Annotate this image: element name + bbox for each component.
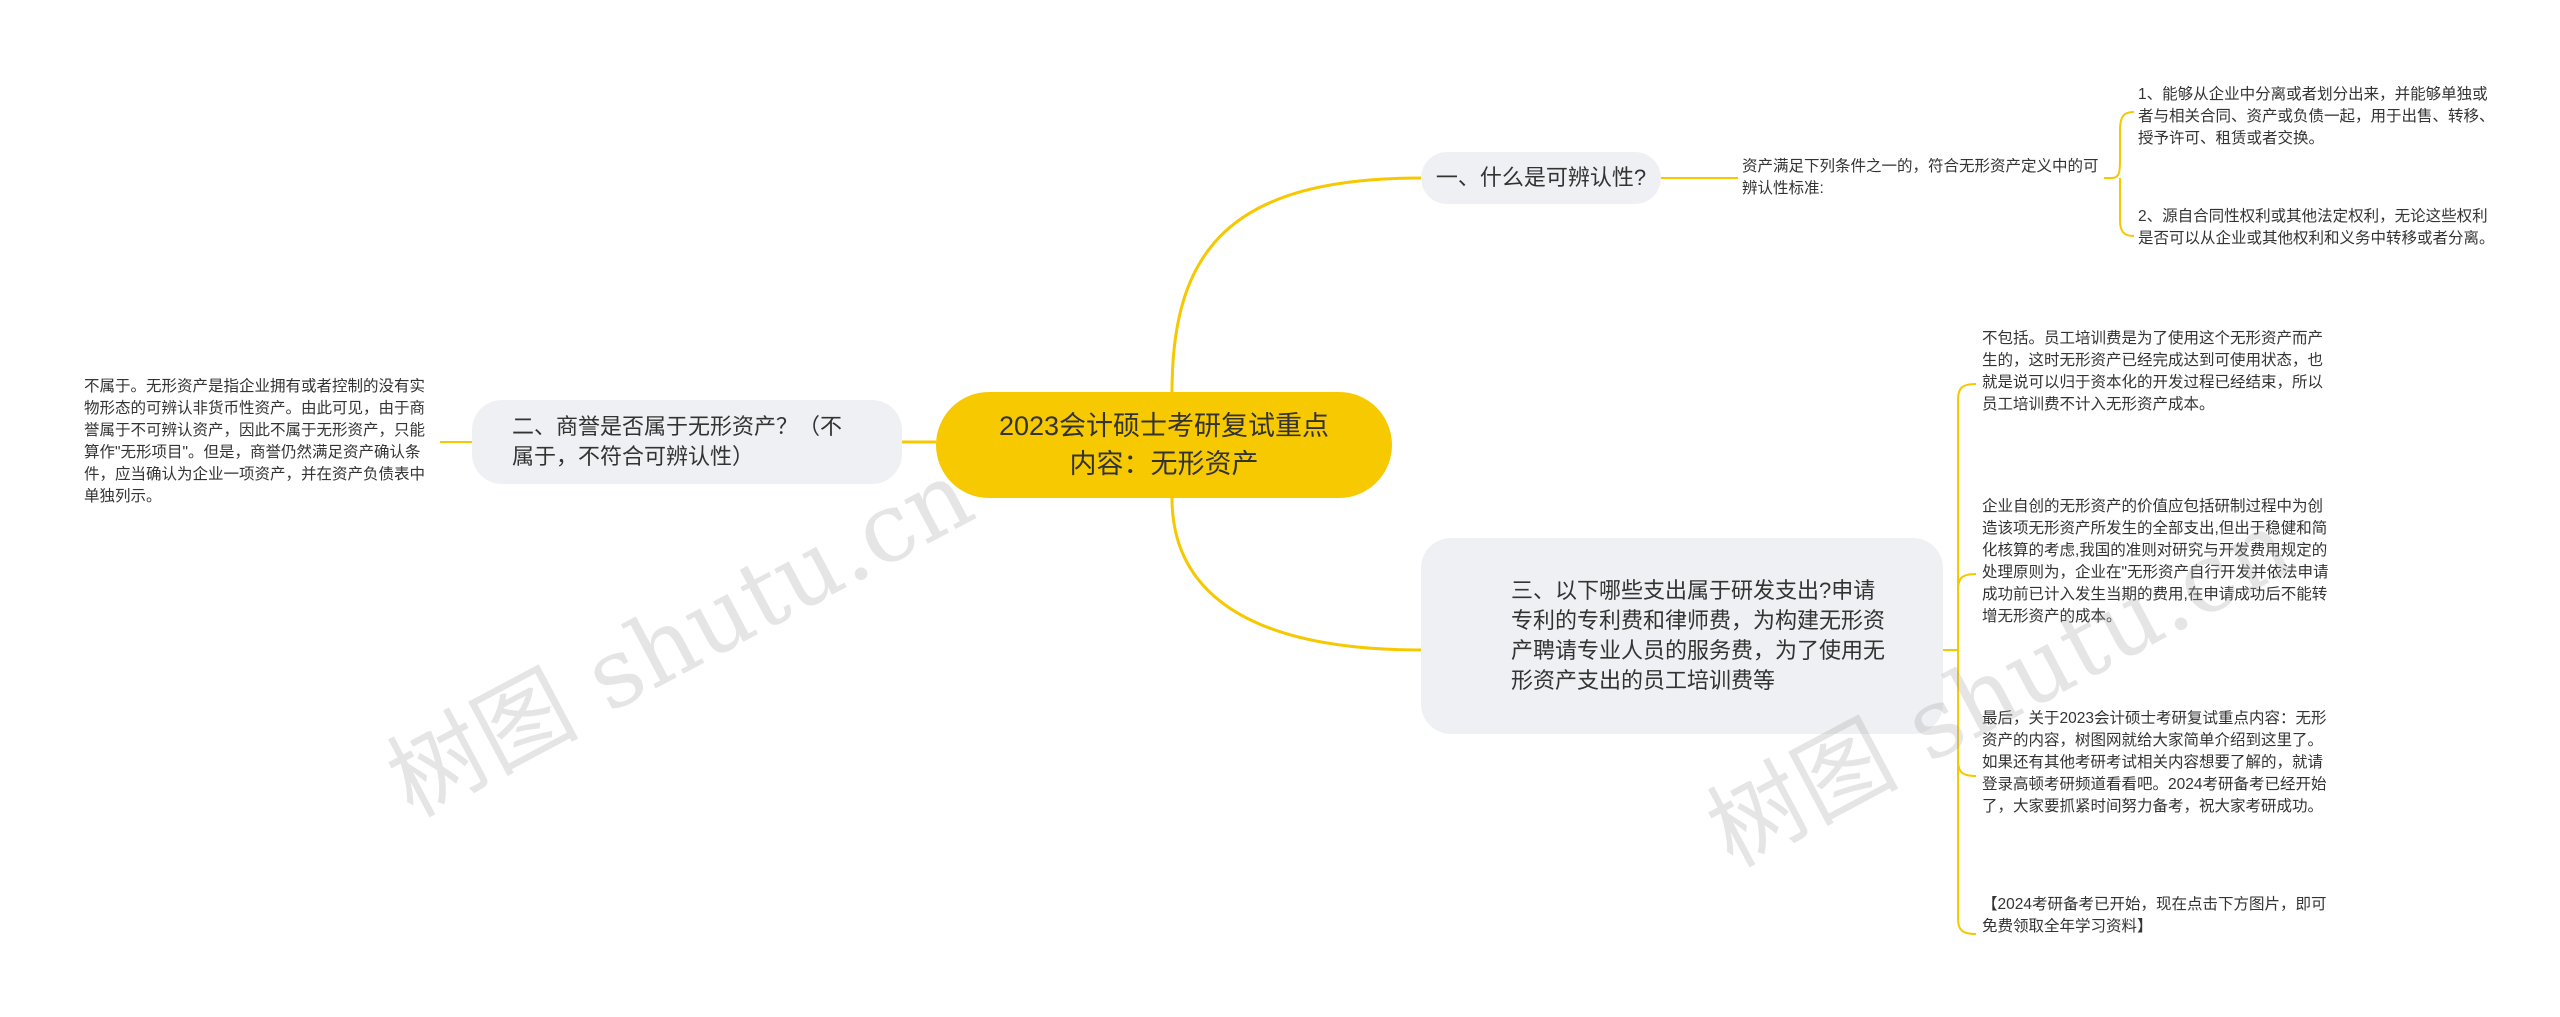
branch-rd-expenditure[interactable]: 三、以下哪些支出属于研发支出?申请专利的专利费和律师费，为构建无形资产聘请专业人… xyxy=(1421,538,1943,734)
leaf-condition-1: 1、能够从企业中分离或者划分出来，并能够单独或者与相关合同、资产或负债一起，用于… xyxy=(2138,84,2498,150)
leaf-condition-2-text: 2、源自合同性权利或其他法定权利，无论这些权利是否可以从企业或其他权利和义务中转… xyxy=(2138,208,2495,247)
leaf-materials-link[interactable]: 【2024考研备考已开始，现在点击下方图片，即可免费领取全年学习资料】 xyxy=(1982,894,2338,938)
leaf-goodwill-answer-text: 不属于。无形资产是指企业拥有或者控制的没有实物形态的可辨认非货币性资产。由此可见… xyxy=(84,378,426,505)
branch-rd-expenditure-label: 三、以下哪些支出属于研发支出?申请专利的专利费和律师费，为构建无形资产聘请专业人… xyxy=(1511,578,1886,693)
leaf-training-fee-text: 不包括。员工培训费是为了使用这个无形资产而产生的，这时无形资产已经完成达到可使用… xyxy=(1982,330,2324,413)
root-topic-label: 2023会计硕士考研复试重点内容：无形资产 xyxy=(998,411,1330,479)
edge-root-branch3 xyxy=(1170,497,1422,652)
leaf-condition-2: 2、源自合同性权利或其他法定权利，无论这些权利是否可以从企业或其他权利和义务中转… xyxy=(2138,206,2498,250)
edge-root-branch1 xyxy=(1170,176,1422,393)
leaf-identifiability-definition: 资产满足下列条件之一的，符合无形资产定义中的可辨认性标准: xyxy=(1742,156,2102,200)
leaf-conclusion: 最后，关于2023会计硕士考研复试重点内容：无形资产的内容，树图网就给大家简单介… xyxy=(1982,708,2338,818)
branch-identifiability[interactable]: 一、什么是可辨认性? xyxy=(1421,152,1661,204)
root-topic[interactable]: 2023会计硕士考研复试重点内容：无形资产 xyxy=(936,392,1392,498)
leaf-materials-link-text: 【2024考研备考已开始，现在点击下方图片，即可免费领取全年学习资料】 xyxy=(1982,896,2327,935)
bracket-expenditure xyxy=(1943,383,1977,935)
bracket-conditions xyxy=(2104,111,2135,237)
leaf-condition-1-text: 1、能够从企业中分离或者划分出来，并能够单独或者与相关合同、资产或负债一起，用于… xyxy=(2138,86,2495,147)
leaf-self-created-asset: 企业自创的无形资产的价值应包括研制过程中为创造该项无形资产所发生的全部支出,但出… xyxy=(1982,496,2338,628)
leaf-goodwill-answer: 不属于。无形资产是指企业拥有或者控制的没有实物形态的可辨认非货币性资产。由此可见… xyxy=(84,376,440,508)
branch-goodwill[interactable]: 二、商誉是否属于无形资产？（不属于，不符合可辨认性） xyxy=(472,400,902,484)
branch-identifiability-label: 一、什么是可辨认性? xyxy=(1435,165,1647,190)
branch-goodwill-label: 二、商誉是否属于无形资产？（不属于，不符合可辨认性） xyxy=(512,414,843,469)
leaf-training-fee: 不包括。员工培训费是为了使用这个无形资产而产生的，这时无形资产已经完成达到可使用… xyxy=(1982,328,2338,416)
leaf-conclusion-text: 最后，关于2023会计硕士考研复试重点内容：无形资产的内容，树图网就给大家简单介… xyxy=(1982,710,2327,815)
leaf-self-created-asset-text: 企业自创的无形资产的价值应包括研制过程中为创造该项无形资产所发生的全部支出,但出… xyxy=(1982,498,2329,625)
leaf-identifiability-definition-text: 资产满足下列条件之一的，符合无形资产定义中的可辨认性标准: xyxy=(1742,158,2099,197)
